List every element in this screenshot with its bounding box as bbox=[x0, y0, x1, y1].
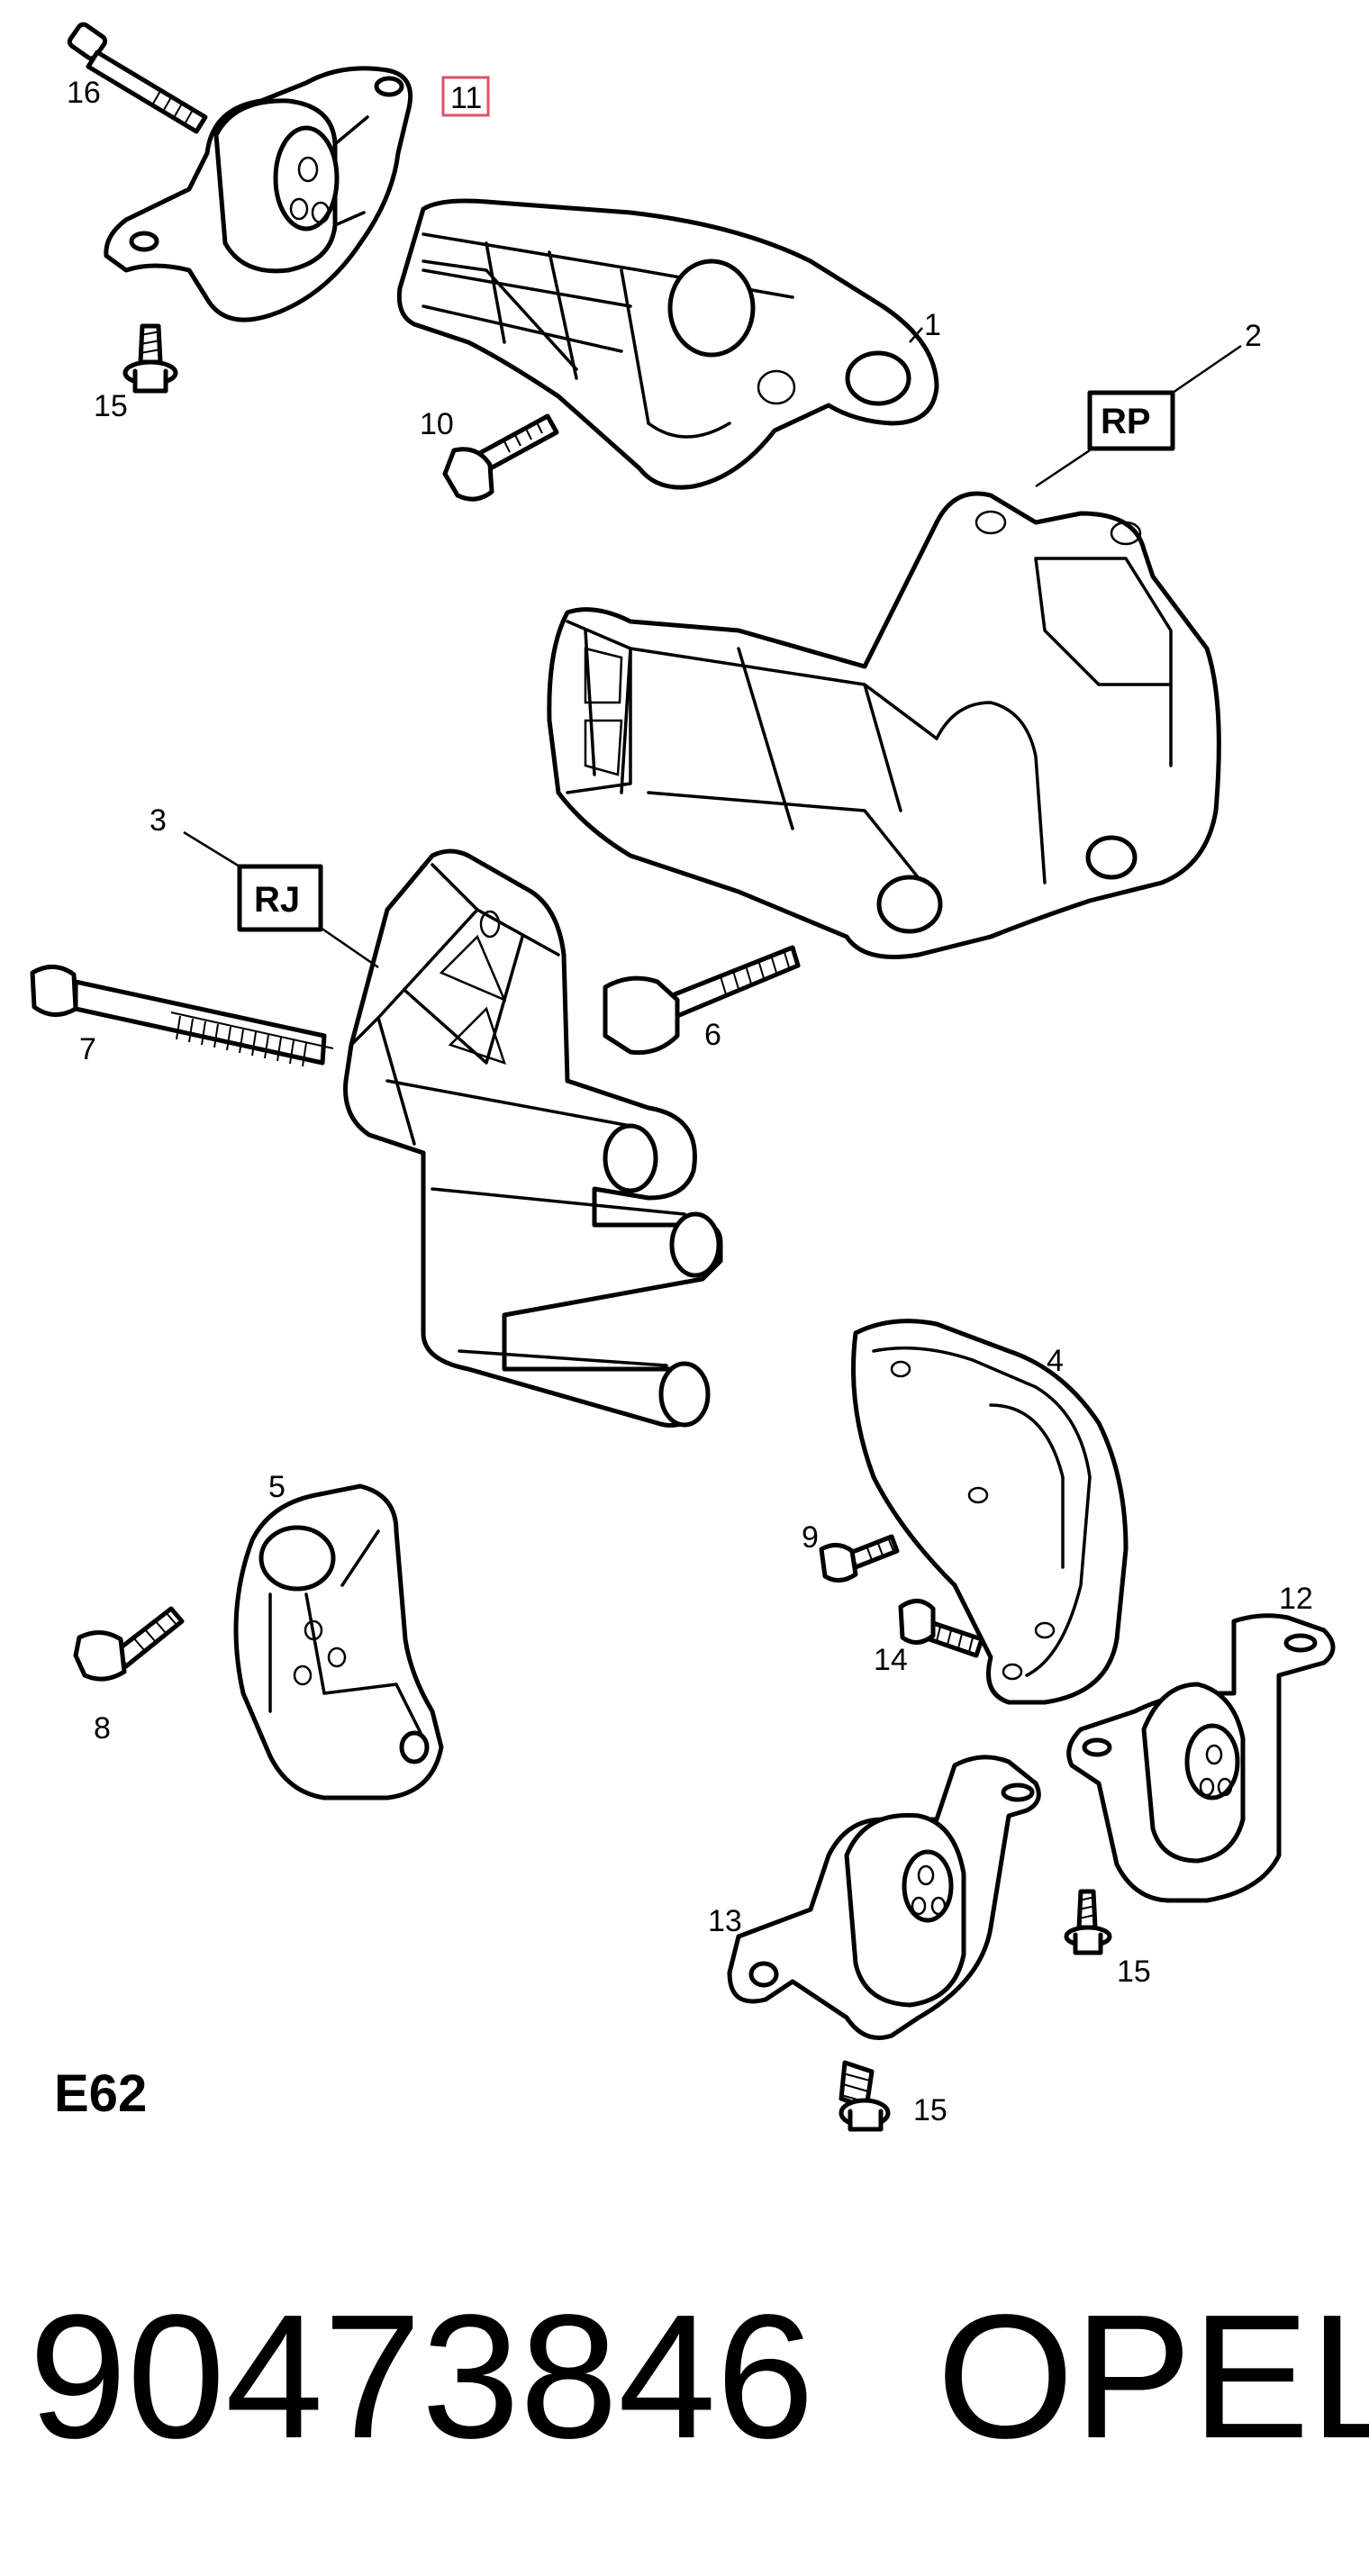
part-number: 90473846 bbox=[29, 2278, 814, 2475]
rp-code-box bbox=[1087, 390, 1175, 451]
leader-2-lower bbox=[1035, 449, 1091, 488]
callout-4: 4 bbox=[1047, 1344, 1064, 1378]
section-code: E62 bbox=[54, 2064, 147, 2123]
callout-3: 3 bbox=[150, 803, 167, 838]
callout-11: 11 bbox=[450, 81, 482, 115]
callout-6: 6 bbox=[704, 1018, 721, 1052]
callout-9: 9 bbox=[802, 1520, 819, 1555]
part-15-bolt-right[interactable] bbox=[1064, 1889, 1112, 1955]
rp-code-label: RP bbox=[1101, 402, 1151, 441]
part-7-long-bolt[interactable] bbox=[30, 965, 334, 1067]
part-11-engine-mount[interactable] bbox=[104, 66, 413, 322]
part-1-bracket[interactable] bbox=[396, 198, 939, 490]
part-13-engine-mount[interactable] bbox=[727, 1755, 1041, 2040]
leader-3-upper bbox=[183, 830, 240, 868]
leader-1 bbox=[909, 327, 923, 343]
rj-code-box bbox=[237, 864, 323, 932]
callout-15-top: 15 bbox=[94, 389, 128, 423]
callout-13: 13 bbox=[708, 1904, 742, 1938]
callout-5: 5 bbox=[268, 1470, 286, 1504]
part-9-bolt[interactable] bbox=[819, 1534, 900, 1583]
part-15-bolt-top[interactable] bbox=[122, 323, 178, 394]
leader-2-upper bbox=[1172, 344, 1242, 395]
part-11-highlight-box bbox=[441, 76, 490, 117]
rj-code-label: RJ bbox=[254, 880, 300, 920]
part-12-engine-mount[interactable] bbox=[1066, 1613, 1336, 1903]
leader-3-lower bbox=[320, 926, 379, 969]
callout-16: 16 bbox=[67, 76, 101, 110]
callout-12: 12 bbox=[1279, 1582, 1313, 1616]
part-14-bolt[interactable] bbox=[898, 1599, 984, 1658]
callout-14: 14 bbox=[874, 1643, 908, 1677]
part-10-bolt[interactable] bbox=[442, 413, 559, 502]
part-5-engine-mount[interactable] bbox=[233, 1483, 444, 1800]
part-3-bracket[interactable] bbox=[343, 848, 723, 1428]
part-2-transmission-bracket[interactable] bbox=[547, 491, 1221, 959]
brand-name: OPEL bbox=[937, 2278, 1369, 2475]
callout-15-right: 15 bbox=[1117, 1955, 1151, 1989]
callout-2: 2 bbox=[1245, 319, 1262, 353]
part-16-bolt[interactable] bbox=[67, 22, 208, 134]
callout-10: 10 bbox=[420, 407, 454, 441]
callout-7: 7 bbox=[79, 1032, 96, 1066]
callout-1: 1 bbox=[924, 308, 941, 342]
part-8-bolt[interactable] bbox=[73, 1606, 185, 1682]
callout-8: 8 bbox=[94, 1711, 111, 1746]
part-15-bolt-bottom[interactable] bbox=[839, 2060, 891, 2132]
callout-15-bottom: 15 bbox=[913, 2093, 947, 2127]
part-4-mounting-plate[interactable] bbox=[851, 1319, 1129, 1705]
part-6-bolt[interactable] bbox=[603, 945, 801, 1056]
